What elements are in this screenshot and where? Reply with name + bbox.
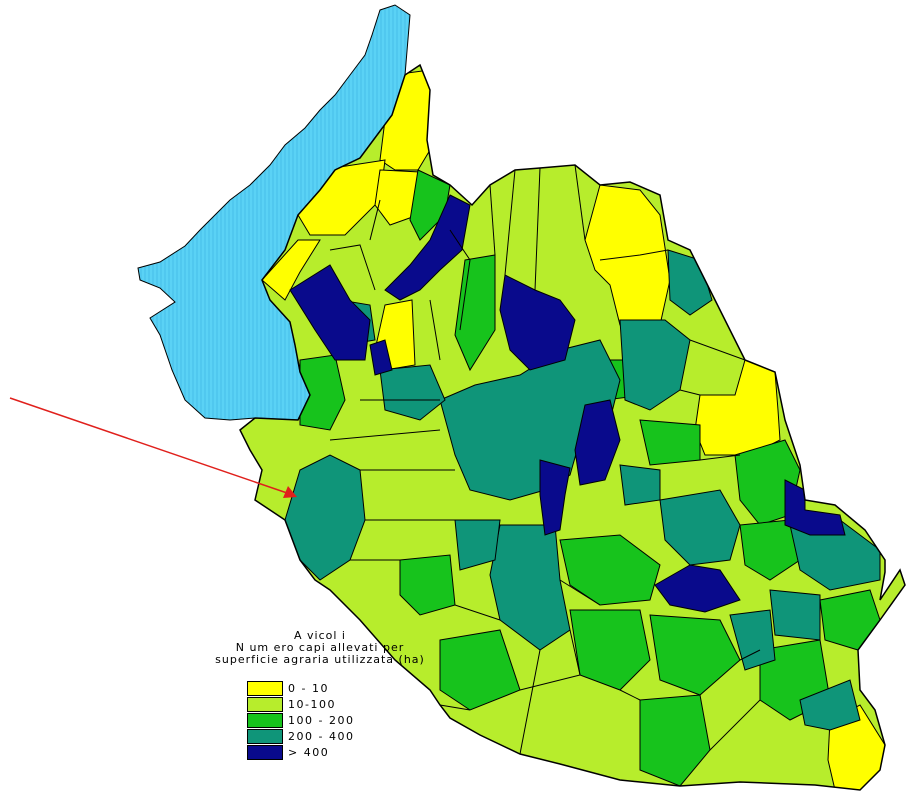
municipality bbox=[799, 679, 861, 731]
legend-label: 100 - 200 bbox=[288, 713, 355, 727]
municipality bbox=[769, 589, 821, 641]
map-legend: A vicol i N um ero capi allevati per sup… bbox=[200, 630, 440, 760]
legend-swatch bbox=[247, 744, 283, 760]
municipality bbox=[619, 464, 661, 506]
legend-item: > 400 bbox=[247, 744, 440, 760]
legend-swatch bbox=[247, 728, 283, 744]
municipality bbox=[569, 609, 651, 691]
legend-title-line-1: A vicol i bbox=[294, 629, 346, 642]
legend-title-line-2: N um ero capi allevati per bbox=[235, 641, 405, 654]
municipality bbox=[439, 629, 521, 711]
legend-label: 0 - 10 bbox=[288, 681, 329, 695]
legend-item: 200 - 400 bbox=[247, 728, 440, 744]
municipality bbox=[574, 399, 621, 486]
municipality bbox=[384, 194, 471, 301]
municipality bbox=[489, 524, 571, 651]
legend-item: 100 - 200 bbox=[247, 712, 440, 728]
municipality bbox=[454, 519, 501, 571]
legend-title-line-3: superficie agraria utilizzata (ha) bbox=[215, 653, 425, 666]
municipality bbox=[819, 589, 881, 651]
legend-label: > 400 bbox=[288, 745, 330, 759]
municipality bbox=[729, 609, 776, 671]
municipality bbox=[694, 359, 781, 456]
legend-items: 0 - 10 10-100 100 - 200 200 - 400 > 400 bbox=[247, 680, 440, 760]
municipality bbox=[649, 614, 741, 696]
municipality bbox=[499, 274, 576, 371]
municipality bbox=[261, 239, 321, 301]
municipality bbox=[289, 264, 371, 361]
municipality bbox=[654, 564, 741, 613]
legend-item: 0 - 10 bbox=[247, 680, 440, 696]
municipality bbox=[739, 519, 801, 581]
pointer-arrow bbox=[9, 397, 297, 498]
municipality bbox=[639, 694, 711, 787]
legend-item: 10-100 bbox=[247, 696, 440, 712]
municipality bbox=[539, 459, 571, 536]
legend-swatch bbox=[247, 696, 283, 712]
municipality bbox=[374, 169, 421, 226]
municipality bbox=[659, 489, 741, 566]
municipality bbox=[559, 534, 661, 606]
municipality bbox=[369, 339, 393, 376]
municipality bbox=[379, 364, 446, 421]
municipality bbox=[454, 254, 496, 372]
legend-swatch bbox=[247, 712, 283, 728]
legend-label: 200 - 400 bbox=[288, 729, 355, 743]
legend-swatch bbox=[247, 680, 283, 696]
legend-label: 10-100 bbox=[288, 697, 336, 711]
municipality bbox=[399, 554, 456, 616]
legend-title: A vicol i N um ero capi allevati per sup… bbox=[200, 630, 440, 666]
municipality bbox=[639, 419, 701, 466]
